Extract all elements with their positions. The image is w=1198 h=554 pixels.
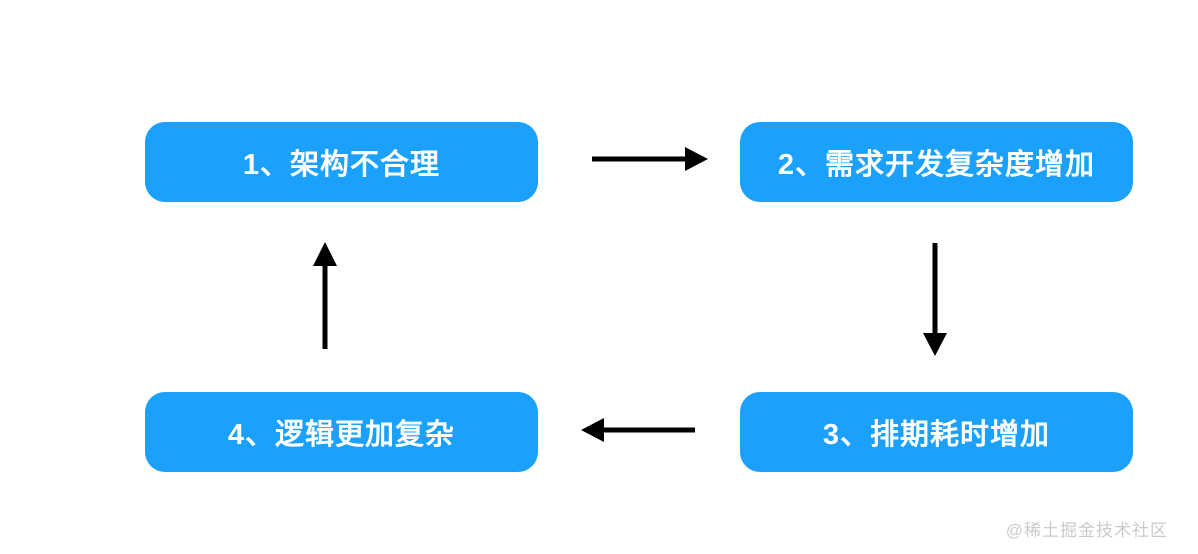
- flow-node-logic-more-complex: 4、逻辑更加复杂: [145, 392, 538, 472]
- flow-node-label: 3、排期耗时增加: [822, 419, 1051, 451]
- arrow-node3-to-node4: [581, 418, 695, 442]
- flow-node-schedule-time-increase: 3、排期耗时增加: [740, 392, 1133, 472]
- flow-node-label: 2、需求开发复杂度增加: [777, 149, 1096, 181]
- flow-node-dev-complexity-increase: 2、需求开发复杂度增加: [740, 122, 1133, 202]
- arrow-node1-to-node2: [592, 147, 708, 171]
- watermark: @稀土掘金技术社区: [1005, 521, 1168, 540]
- arrow-node2-to-node3: [923, 243, 947, 356]
- arrow-node4-to-node1: [313, 242, 337, 349]
- flow-node-label: 4、逻辑更加复杂: [227, 419, 456, 451]
- flow-node-architecture-unreasonable: 1、架构不合理: [145, 122, 538, 202]
- flow-node-label: 1、架构不合理: [242, 149, 441, 181]
